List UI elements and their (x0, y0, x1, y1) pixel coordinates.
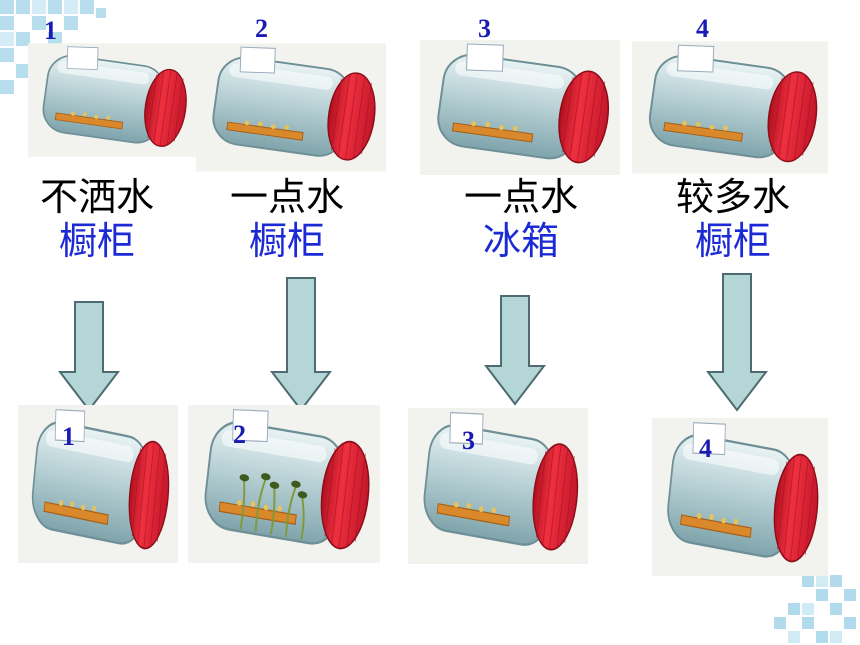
water-condition-1: 不洒水 (39, 175, 154, 219)
label-bottom-4: 4 (699, 434, 712, 463)
label-bottom-2: 2 (233, 420, 246, 449)
location-3: 冰箱 (482, 218, 559, 263)
jar-after-1 (18, 405, 178, 563)
down-arrow-4 (706, 273, 768, 412)
down-arrow-3 (484, 295, 546, 406)
location-2: 橱柜 (248, 218, 325, 263)
water-condition-2: 一点水 (229, 175, 344, 219)
jar-before-3 (420, 40, 620, 175)
location-1: 橱柜 (58, 218, 135, 263)
condition-3: 一点水 冰箱 (436, 175, 606, 263)
corner-tiles-bottom-right (774, 575, 856, 643)
jar-before-4 (632, 40, 828, 175)
jar-after-3 (408, 408, 588, 564)
label-top-1: 1 (44, 16, 57, 45)
jar-before-2 (196, 40, 386, 173)
condition-2: 一点水 橱柜 (202, 175, 372, 263)
water-condition-3: 一点水 (463, 175, 578, 219)
jar-after-4 (652, 418, 828, 576)
down-arrow-2 (270, 277, 332, 412)
label-bottom-1: 1 (62, 422, 75, 451)
down-arrow-1 (58, 301, 120, 412)
water-condition-4: 较多水 (675, 175, 790, 219)
location-4: 橱柜 (694, 218, 771, 263)
label-top-2: 2 (255, 14, 268, 43)
jar-before-1 (28, 40, 196, 158)
label-top-3: 3 (478, 14, 491, 43)
condition-1: 不洒水 橱柜 (12, 175, 182, 263)
condition-4: 较多水 橱柜 (648, 175, 818, 263)
jar-after-2-sprouted (188, 405, 380, 563)
label-bottom-3: 3 (462, 426, 475, 455)
label-top-4: 4 (696, 14, 709, 43)
